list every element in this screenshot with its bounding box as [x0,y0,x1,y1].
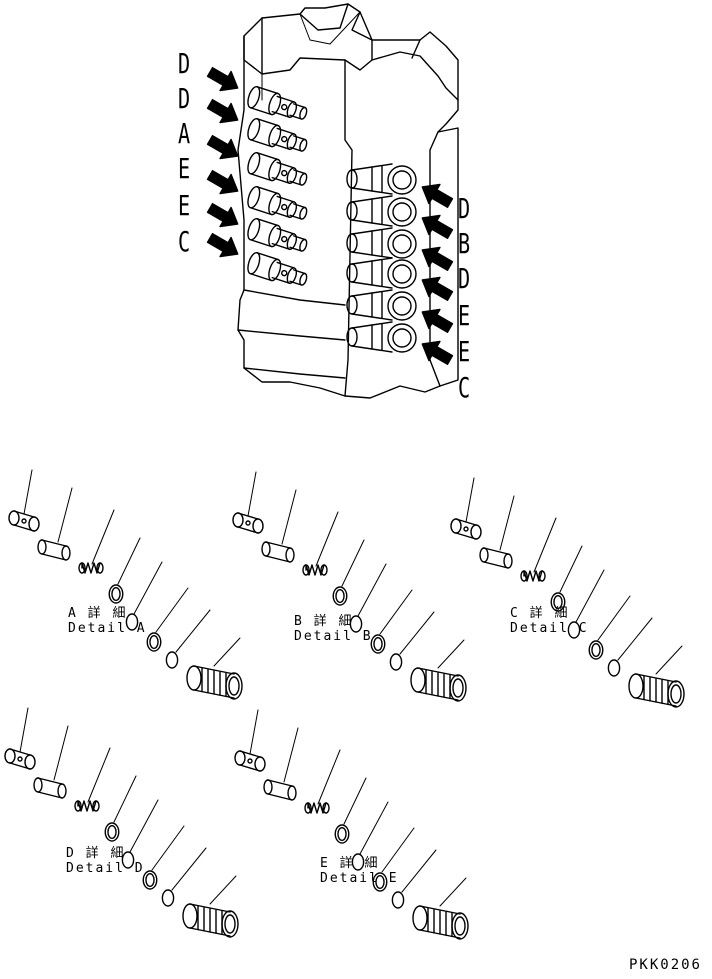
right-caps [347,164,416,352]
right-label-0: D [458,192,471,225]
left-arrow-1 [205,94,244,129]
detail-a-caption: A 詳 細 Detail A [68,606,147,636]
right-label-3: E [458,299,471,332]
detail-c-caption: C 詳 細 Detail C [510,606,589,636]
detail-e-subtitle: Detail E [320,871,399,886]
detail-c-title: C 詳 細 [510,606,570,621]
detail-e-caption: E 詳 細 Detail E [320,856,399,886]
left-spool-1 [246,117,310,156]
left-arrow-2 [205,130,244,165]
left-arrow-5 [205,228,244,263]
detail-c-assembly [451,478,684,707]
left-label-0: D [178,47,191,80]
right-cap-5 [347,322,416,352]
left-spool-3 [246,185,310,224]
right-label-5: C [458,371,471,404]
detail-d-title: D 詳 細 [66,846,126,861]
detail-e-title: E 詳 細 [320,856,380,871]
right-label-2: D [458,262,471,295]
left-arrow-0 [205,62,244,97]
detail-d-caption: D 詳 細 Detail D [66,846,145,876]
left-spool-4 [246,217,310,256]
left-spool-2 [246,151,310,190]
left-spool-0 [246,85,310,124]
left-spool-5 [246,251,310,290]
left-label-3: E [178,152,191,185]
drawing-code: PKK0206 [628,957,702,973]
left-spools [246,85,310,290]
right-label-4: E [458,335,471,368]
detail-b-assembly [233,472,466,701]
left-arrows [205,62,244,263]
right-arrow-3 [417,270,456,305]
right-arrow-5 [417,334,456,369]
detail-b-title: B 詳 細 [294,614,354,629]
right-arrow-0 [417,177,456,212]
detail-c-subtitle: Detail C [510,621,589,636]
right-cap-3 [347,258,416,288]
left-arrow-3 [205,165,244,200]
detail-b-subtitle: Detail B [294,629,373,644]
detail-b-caption: B 詳 細 Detail B [294,614,373,644]
right-arrows [417,177,456,369]
left-label-5: C [178,225,191,258]
left-label-1: D [178,82,191,115]
right-arrow-1 [417,208,456,243]
right-label-1: B [458,227,471,260]
detail-assemblies [5,470,684,939]
right-arrow-4 [417,302,456,337]
right-cap-0 [347,164,416,194]
detail-e-assembly [235,710,468,939]
detail-a-title: A 詳 細 [68,606,128,621]
detail-d-subtitle: Detail D [66,861,145,876]
detail-d-assembly [5,708,238,937]
right-cap-1 [347,196,416,226]
right-cap-4 [347,290,416,320]
right-arrow-2 [417,240,456,275]
left-label-4: E [178,189,191,222]
detail-a-assembly [9,470,242,699]
detail-a-subtitle: Detail A [68,621,147,636]
right-cap-2 [347,228,416,258]
left-label-2: A [178,117,191,150]
left-arrow-4 [205,198,244,233]
